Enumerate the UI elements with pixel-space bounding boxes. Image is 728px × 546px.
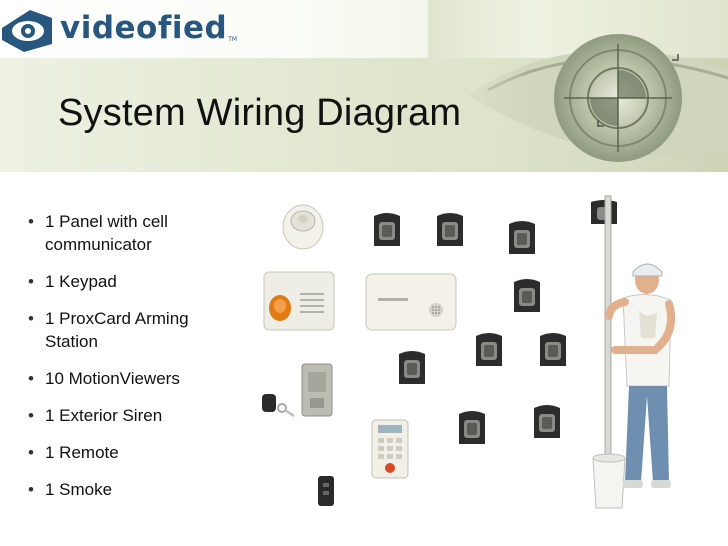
motion-viewer-icon <box>476 333 502 366</box>
motion-viewer-icon <box>437 213 463 246</box>
component-list: •1 Panel with cell communicator •1 Keypa… <box>28 210 218 515</box>
motion-viewer-icon <box>399 351 425 384</box>
remote-icon <box>318 476 334 506</box>
brand-logo: videofied TM <box>0 6 237 54</box>
eye-graphic <box>428 0 728 172</box>
key-fob-icon <box>262 394 295 418</box>
list-item: •1 Exterior Siren <box>28 406 163 425</box>
motion-viewer-icon <box>459 411 485 444</box>
logo-wordmark: videofied <box>60 10 228 46</box>
motion-viewer-icon <box>509 221 535 254</box>
keypad-icon <box>371 419 409 479</box>
motion-viewer-icon <box>514 279 540 312</box>
proxcard-reader-icon <box>301 363 333 417</box>
smoke-detector-icon <box>282 204 324 250</box>
motion-viewer-icon <box>534 405 560 438</box>
control-panel-icon <box>365 273 457 331</box>
header-banner: videofied TM System Wiring Diagram <box>0 0 728 172</box>
logo-trademark: TM <box>228 35 238 43</box>
list-item: •1 Keypad <box>28 272 117 291</box>
motion-viewer-icon <box>374 213 400 246</box>
installer-with-pole-illustration <box>592 195 676 509</box>
exterior-siren-icon <box>263 271 335 331</box>
slide-title: System Wiring Diagram <box>58 92 462 134</box>
list-item: •10 MotionViewers <box>28 369 180 388</box>
list-item: •1 Smoke <box>28 480 113 499</box>
motion-viewer-icon <box>540 333 566 366</box>
list-item: •1 Panel with cell communicator <box>28 212 168 254</box>
list-item: •1 Remote <box>28 443 119 462</box>
logo-eye-icon <box>2 10 52 52</box>
list-item: •1 ProxCard Arming Station <box>28 309 189 351</box>
